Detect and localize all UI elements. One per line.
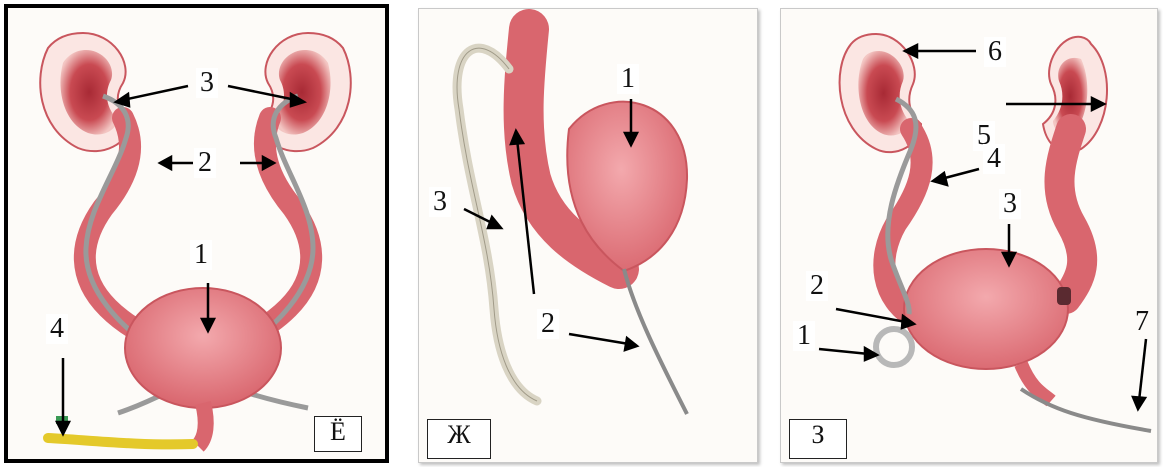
panel-z-letter: З: [789, 419, 847, 459]
panel-z-label-2: 2: [806, 271, 828, 301]
panel-zh: 1 3 2 Ж: [418, 8, 758, 463]
panel-z-label-4: 4: [983, 144, 1005, 174]
panel-z-illustration: [781, 9, 1157, 462]
panel-zh-label-1: 1: [617, 64, 639, 94]
panel-e-letter: Ё: [314, 416, 362, 452]
panel-zh-illustration: [419, 9, 757, 462]
right-ureter: [1059, 129, 1082, 299]
right-stent-tip: [1057, 287, 1071, 305]
panel-e: 3 2 1 4 Ё: [4, 4, 389, 463]
panel-z-label-3: 3: [999, 189, 1021, 219]
panel-z-label-6: 6: [984, 37, 1006, 67]
panel-z-label-1: 1: [793, 321, 815, 351]
bladder: [904, 249, 1068, 369]
yellow-catheter: [48, 438, 193, 444]
pigtail-loop: [876, 329, 912, 365]
panel-zh-label-2: 2: [537, 309, 559, 339]
panel-e-label-2: 2: [194, 148, 216, 178]
panel-e-label-3: 3: [196, 68, 218, 98]
panel-z: 6 5 4 3 2 1 7 З: [780, 8, 1158, 463]
bladder: [125, 288, 281, 408]
panel-z-label-7: 7: [1131, 307, 1153, 337]
panel-e-label-4: 4: [46, 314, 68, 344]
panel-zh-letter: Ж: [427, 419, 491, 459]
panel-zh-label-3: 3: [429, 187, 451, 217]
urethra: [198, 403, 206, 446]
urethra: [1021, 364, 1051, 401]
pusher-catheter: [624, 269, 687, 414]
panel-e-label-1: 1: [190, 240, 212, 270]
